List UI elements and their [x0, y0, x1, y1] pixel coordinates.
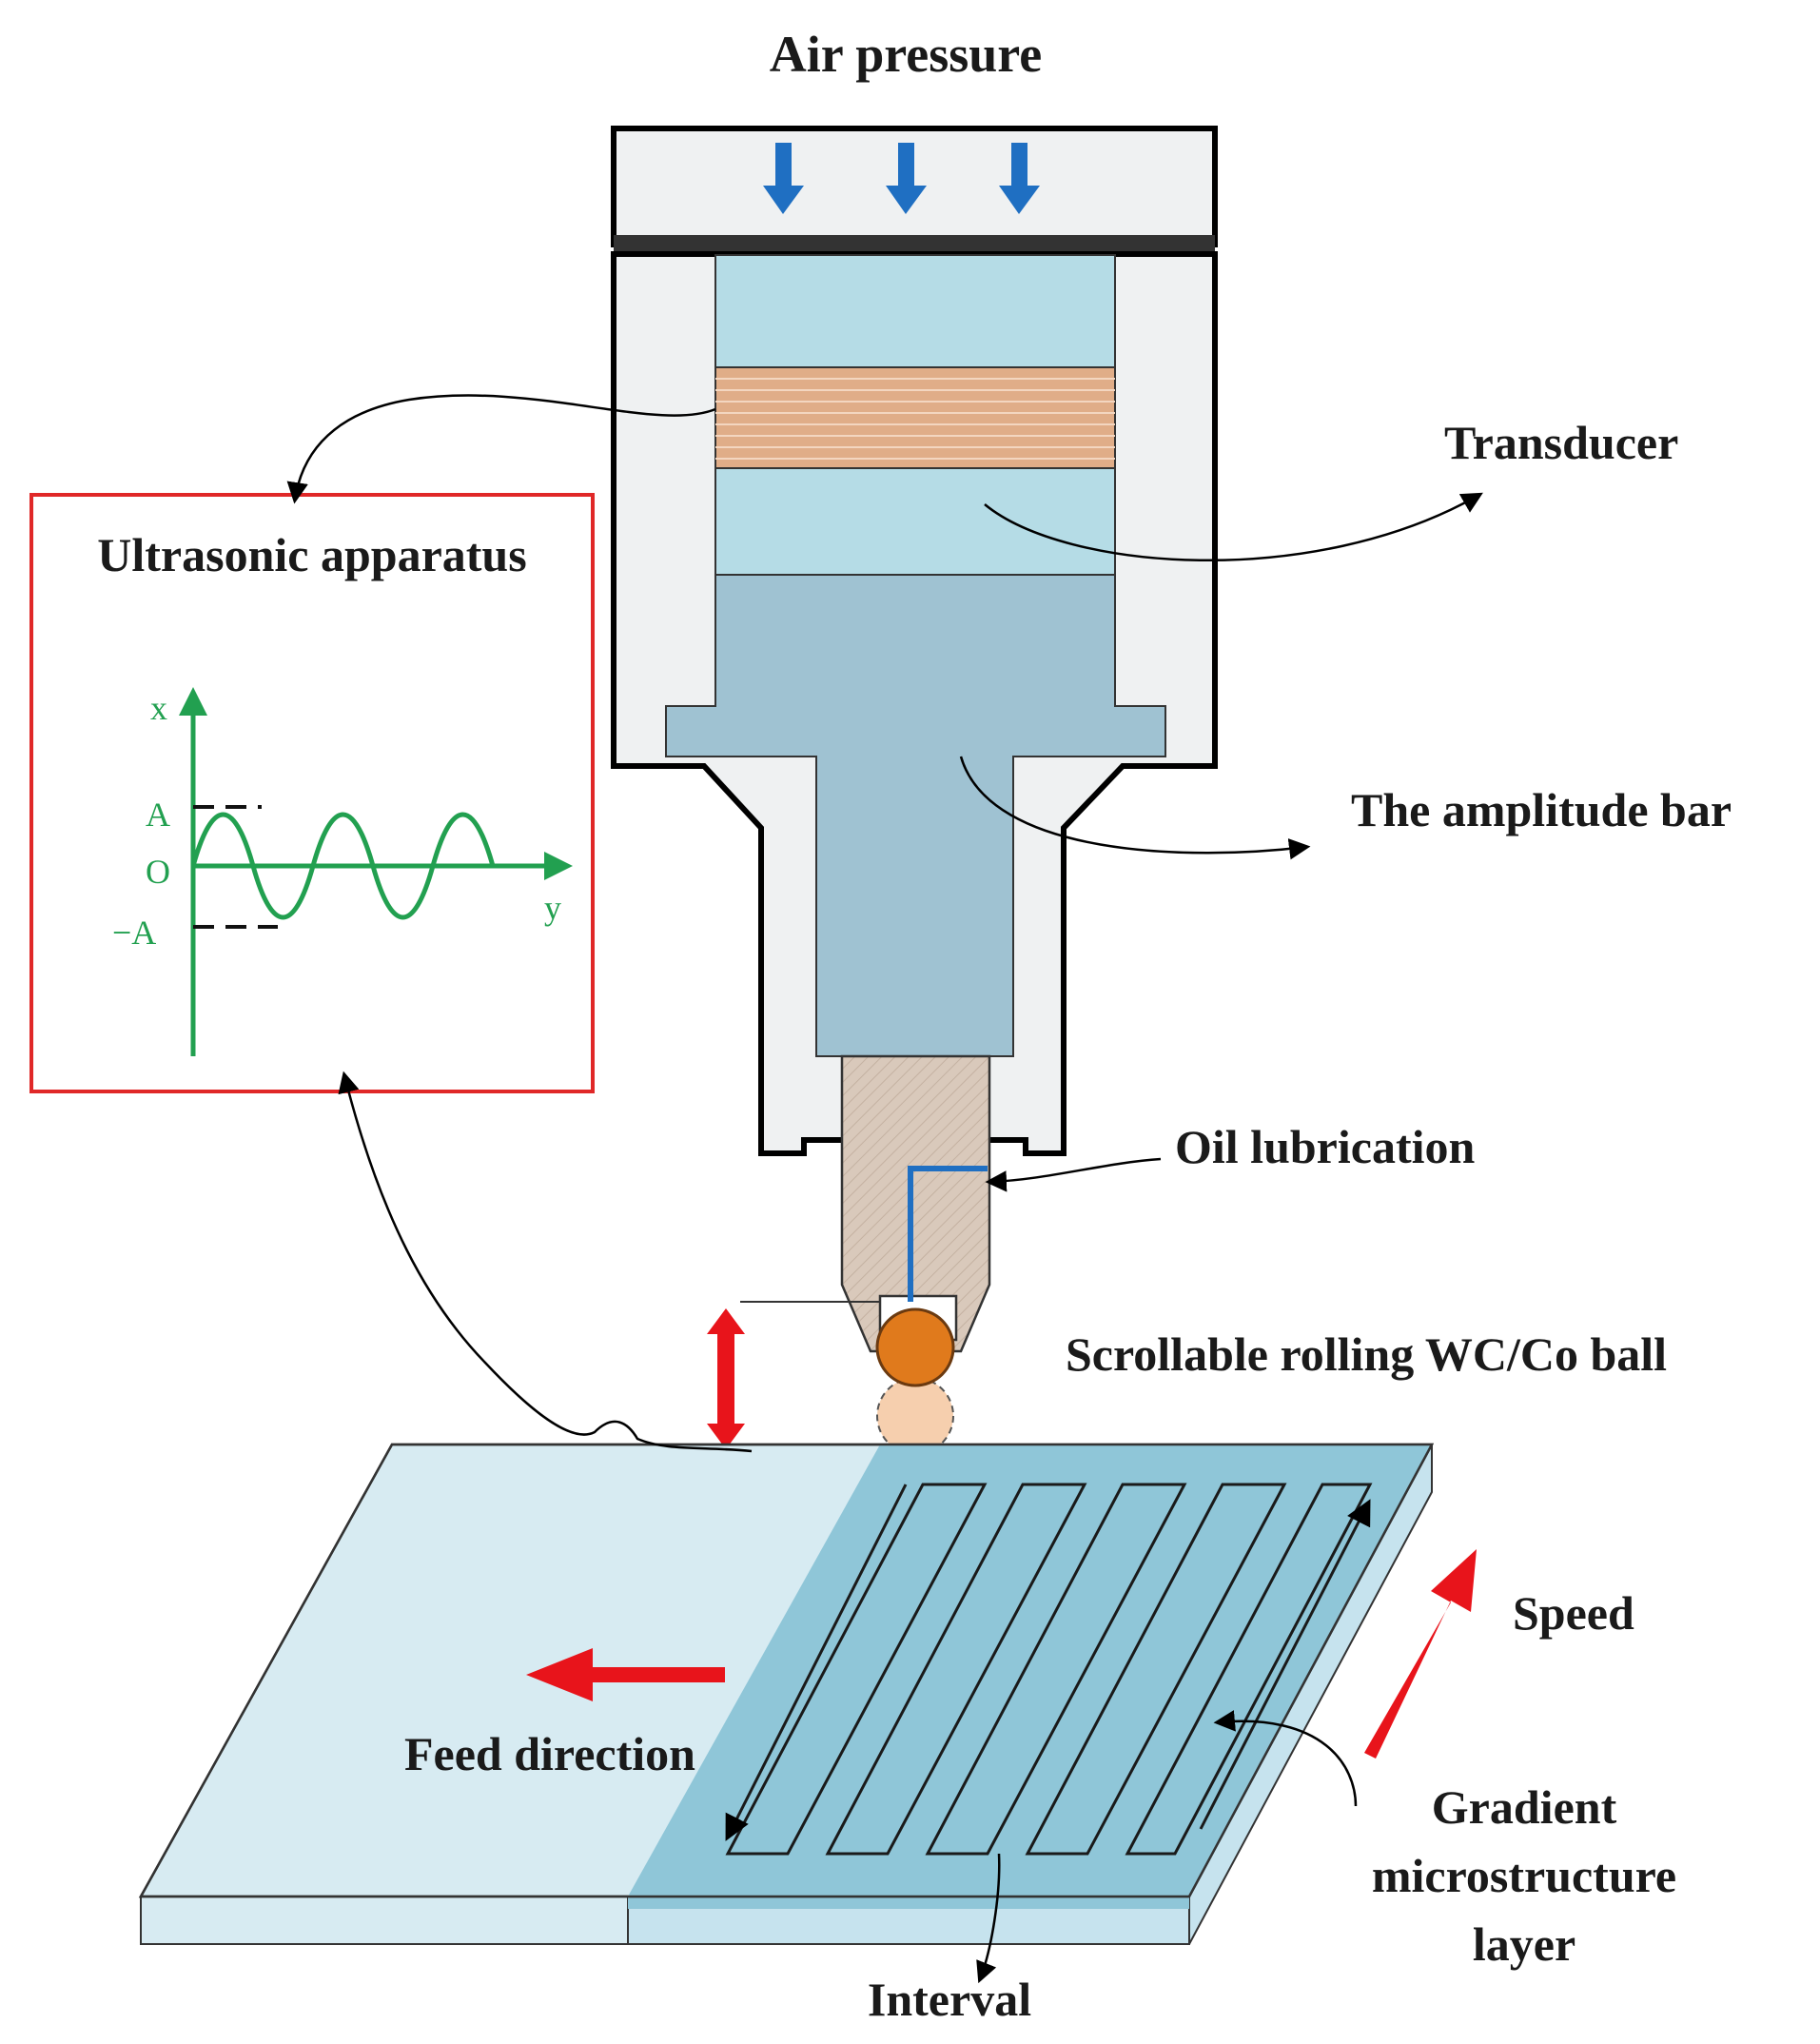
amplitude-label: A [146, 796, 170, 834]
rolling-path [725, 1483, 1373, 1856]
feed-direction-arrow [526, 1648, 725, 1701]
wc-co-ball [875, 1307, 955, 1387]
y-axis-label: y [544, 889, 561, 927]
x-axis-label: x [150, 689, 167, 727]
transducer-stack [714, 254, 1116, 576]
waveform-graph: x y A O −A [112, 687, 573, 1056]
interval-label: Interval [868, 1973, 1031, 2026]
ultrasonic-apparatus-box [29, 493, 595, 1093]
air-pressure-label: Air pressure [770, 26, 1043, 83]
ultrasonic-apparatus-label: Ultrasonic apparatus [97, 528, 526, 581]
amplitude-bar [665, 574, 1166, 1057]
neg-amplitude-label: −A [112, 914, 156, 952]
gradient-label-line2: microstructure [1372, 1849, 1676, 1902]
tool-holder [840, 1054, 991, 1353]
origin-label: O [146, 853, 170, 891]
transducer-label: Transducer [1444, 416, 1678, 469]
feed-direction-label: Feed direction [404, 1727, 695, 1780]
oil-lubrication-label: Oil lubrication [1175, 1120, 1476, 1173]
rolling-ball-label: Scrollable rolling WC/Co ball [1066, 1327, 1667, 1381]
air-pressure-arrows [763, 143, 1040, 214]
sine-wave [190, 812, 496, 920]
oil-channel [908, 1166, 988, 1302]
speed-label: Speed [1513, 1586, 1634, 1640]
leader-lines [286, 394, 1483, 1984]
speed-arrow [1364, 1549, 1477, 1759]
workpiece-plate [138, 1443, 1435, 1945]
amplitude-indicator [707, 1301, 880, 1452]
ghost-ball [876, 1377, 954, 1455]
gradient-label-line3: layer [1473, 1917, 1575, 1971]
gradient-label-line1: Gradient [1432, 1780, 1617, 1834]
amplitude-bar-label: The amplitude bar [1351, 783, 1732, 836]
